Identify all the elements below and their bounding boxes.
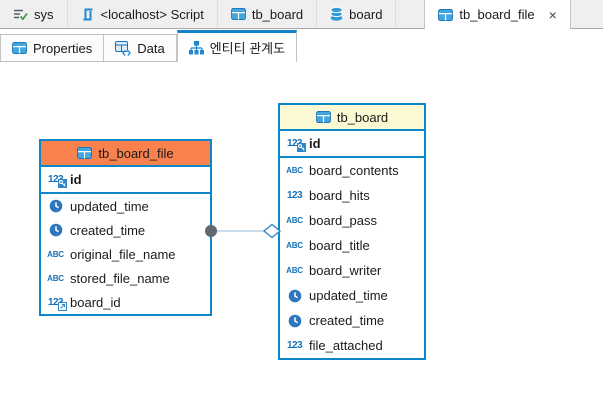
column-row[interactable]: ABC original_file_name bbox=[41, 242, 210, 266]
relationship-connector[interactable] bbox=[200, 219, 286, 244]
column-name: original_file_name bbox=[70, 246, 176, 262]
data-grid-icon bbox=[115, 40, 132, 56]
number-type-icon: 123 bbox=[287, 340, 302, 351]
view-tab-bar: Properties Data bbox=[0, 30, 603, 62]
column-name: updated_time bbox=[309, 288, 388, 303]
text-type-icon: ABC bbox=[47, 273, 64, 283]
column-name: created_time bbox=[309, 313, 385, 328]
editor-tab-label: sys bbox=[34, 6, 54, 22]
view-tab-label: Data bbox=[137, 40, 165, 56]
column-name: updated_time bbox=[70, 198, 149, 214]
table-icon bbox=[315, 111, 331, 123]
column-row[interactable]: 123 board_hits bbox=[280, 183, 424, 208]
text-type-icon: ABC bbox=[47, 249, 64, 259]
column-name: board_pass bbox=[309, 213, 377, 228]
entity-title: tb_board_file bbox=[98, 145, 174, 161]
column-row[interactable]: ABC board_contents bbox=[280, 158, 424, 183]
sql-script-icon bbox=[81, 7, 95, 22]
editor-tab-bar: sys <localhost> Script tb_board bbox=[0, 0, 603, 29]
column-name: file_attached bbox=[309, 338, 383, 353]
column-row[interactable]: 123 file_attached bbox=[280, 333, 424, 358]
column-row[interactable]: 123 id bbox=[41, 167, 210, 194]
number-foreign-key-icon: 123 bbox=[45, 297, 67, 311]
text-type-icon: ABC bbox=[286, 241, 303, 250]
column-name: board_hits bbox=[309, 188, 370, 203]
tab-er-diagram[interactable]: 엔티티 관계도 bbox=[176, 30, 298, 62]
entity-title: tb_board bbox=[336, 109, 389, 125]
column-name: stored_file_name bbox=[70, 270, 170, 286]
editor-tab-label: <localhost> Script bbox=[100, 6, 204, 22]
tab-properties[interactable]: Properties bbox=[0, 34, 105, 62]
tab-data[interactable]: Data bbox=[104, 34, 177, 62]
column-name: board_title bbox=[309, 238, 370, 253]
table-icon bbox=[12, 42, 27, 54]
entity-header[interactable]: tb_board bbox=[280, 105, 424, 131]
view-tab-label: Properties bbox=[33, 40, 93, 56]
number-primary-key-icon: 123 bbox=[284, 138, 306, 152]
column-row[interactable]: ABC board_pass bbox=[280, 208, 424, 233]
editor-tab-localhost-script[interactable]: <localhost> Script bbox=[68, 0, 218, 28]
editor-tab-tb_board[interactable]: tb_board bbox=[218, 0, 318, 28]
datetime-icon bbox=[284, 289, 305, 303]
connector-diamond-end bbox=[262, 223, 282, 239]
er-diagram-icon bbox=[188, 40, 204, 55]
column-row[interactable]: updated_time bbox=[280, 283, 424, 308]
datetime-icon bbox=[284, 314, 305, 328]
column-row[interactable]: ABC stored_file_name bbox=[41, 266, 210, 290]
datetime-icon bbox=[45, 199, 66, 213]
datetime-icon bbox=[45, 223, 66, 237]
entity-header[interactable]: tb_board_file bbox=[41, 141, 210, 167]
text-type-icon: ABC bbox=[286, 166, 303, 175]
connector-circle-end bbox=[205, 225, 217, 237]
entity-tb_board_file[interactable]: tb_board_file 123 id bbox=[39, 139, 212, 316]
column-row[interactable]: ABC board_title bbox=[280, 233, 424, 258]
column-row[interactable]: created_time bbox=[41, 218, 210, 242]
column-name: board_writer bbox=[309, 263, 382, 278]
editor-tab-label: tb_board bbox=[251, 6, 304, 22]
editor-tab-label: tb_board_file bbox=[459, 7, 535, 22]
column-row[interactable]: ABC board_writer bbox=[280, 258, 424, 283]
sys-checklist-icon bbox=[13, 8, 28, 21]
number-primary-key-icon: 123 bbox=[45, 174, 67, 188]
editor-tab-tb_board_file[interactable]: tb_board_file × bbox=[424, 0, 571, 29]
column-name: id bbox=[70, 172, 82, 187]
entity-tb_board[interactable]: tb_board 123 id ABC board_contents bbox=[278, 103, 426, 360]
text-type-icon: ABC bbox=[286, 216, 303, 225]
column-name: board_contents bbox=[309, 163, 399, 178]
column-name: created_time bbox=[70, 222, 146, 238]
table-icon bbox=[77, 147, 93, 159]
erd-canvas[interactable]: tb_board_file 123 id bbox=[0, 62, 603, 407]
column-row[interactable]: 123 id bbox=[280, 131, 424, 158]
column-row[interactable]: created_time bbox=[280, 308, 424, 333]
editor-tab-label: board bbox=[349, 6, 383, 22]
editor-tab-board[interactable]: board bbox=[317, 0, 397, 28]
text-type-icon: ABC bbox=[286, 266, 303, 275]
column-name: id bbox=[309, 136, 321, 151]
column-name: board_id bbox=[70, 294, 121, 310]
close-icon[interactable]: × bbox=[548, 6, 557, 23]
column-row[interactable]: updated_time bbox=[41, 194, 210, 218]
table-icon bbox=[230, 8, 246, 20]
column-row[interactable]: 123 board_id bbox=[41, 290, 210, 314]
editor-tab-sys[interactable]: sys bbox=[0, 0, 68, 28]
database-icon bbox=[330, 7, 343, 21]
view-tab-label: 엔티티 관계도 bbox=[209, 41, 286, 56]
table-icon bbox=[438, 8, 454, 21]
number-type-icon: 123 bbox=[287, 190, 302, 201]
